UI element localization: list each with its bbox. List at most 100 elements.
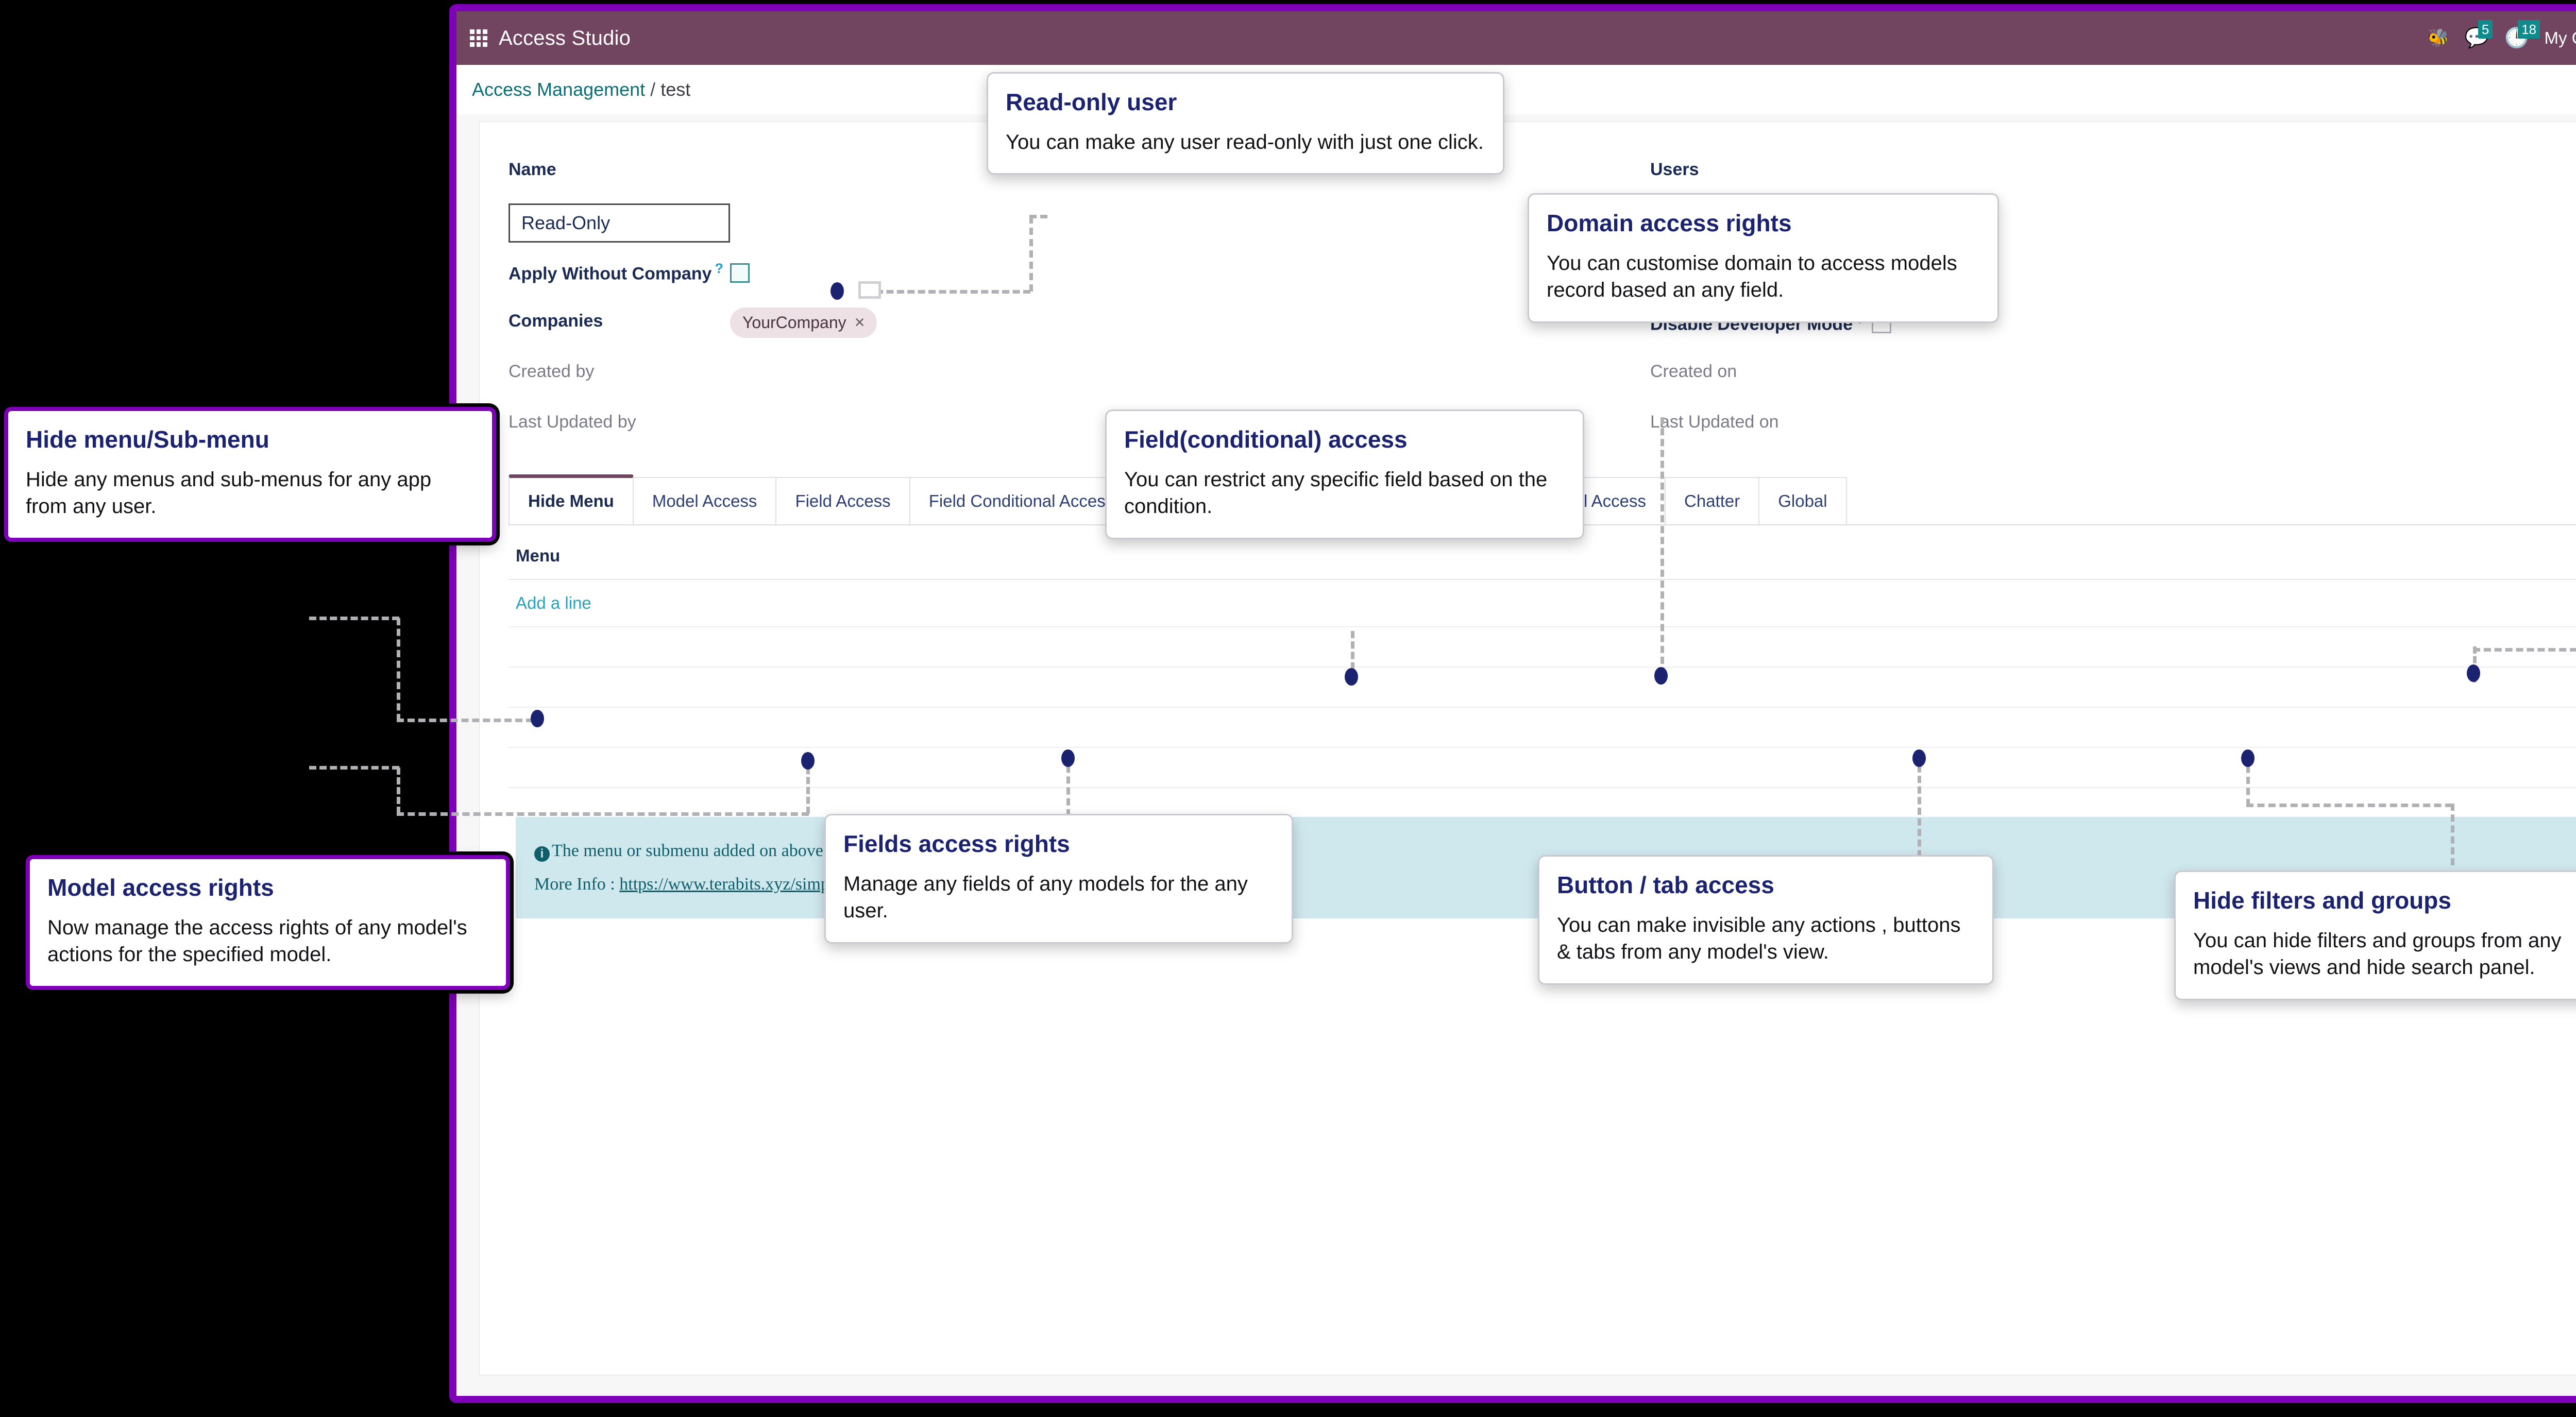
- connector-dot-model: [801, 752, 815, 770]
- connector-hidemenu-horiz: [397, 719, 533, 722]
- connector-dot-hidemenu: [531, 710, 544, 727]
- field-label-last-updated-by: Last Updated by: [509, 412, 636, 432]
- field-row-readonly: Read-Only: [509, 203, 1588, 247]
- field-label-users: Users: [1650, 160, 1699, 179]
- field-row-apply-without-company: Apply Without Company?: [509, 254, 1588, 297]
- messages-button[interactable]: 💬 5: [2465, 20, 2493, 48]
- field-label-text: Apply Without Company: [509, 264, 712, 284]
- callout-hide-menu-submenu: Hide menu/Sub-menu Hide any menus and su…: [4, 407, 496, 542]
- connector-button-vert: [1918, 755, 1921, 868]
- tab-field-access[interactable]: Field Access: [775, 477, 910, 524]
- connector-fields-vert: [1066, 755, 1070, 816]
- form-column-left: Name Read-Only Apply Without Company? Co…: [509, 153, 1588, 456]
- app-title: Access Studio: [499, 26, 631, 49]
- table-row[interactable]: [509, 708, 2576, 748]
- connector-dot-search: [2241, 749, 2255, 767]
- field-row-created-on: Created on: [1650, 355, 2576, 398]
- field-label-name: Name: [509, 160, 556, 179]
- table-row[interactable]: [509, 668, 2576, 708]
- app-bar-right-tools: 🐝 💬 5 🕛 18 My Company (San Francisco: [2427, 20, 2576, 48]
- connector-dot-chatter: [2467, 664, 2480, 682]
- callout-body: You can hide filters and groups from any…: [2193, 929, 2562, 979]
- callout-title: Hide filters and groups: [2193, 887, 2451, 914]
- field-label-companies: Companies: [509, 311, 603, 331]
- checkbox-apply-without-company[interactable]: [730, 263, 750, 283]
- connector-model-vert: [806, 757, 810, 814]
- callout-title: Field(conditional) access: [1124, 426, 1408, 453]
- callout-domain-access-rights: Domain access rights You can customise d…: [1528, 193, 1999, 323]
- connector-domain-vert: [1660, 417, 1664, 675]
- connector-readonly: [876, 290, 1030, 294]
- breadcrumb-root-link[interactable]: Access Management: [472, 79, 646, 100]
- field-label-created-by: Created by: [509, 362, 595, 381]
- tab-global[interactable]: Global: [1758, 477, 1847, 524]
- connector-model-horiz: [397, 812, 809, 816]
- callout-body: Manage any fields of any models for the …: [843, 872, 1248, 923]
- callout-fields-access-rights: Fields access rights Manage any fields o…: [824, 814, 1293, 944]
- callout-button-tab-access: Button / tab access You can make invisib…: [1538, 855, 1994, 985]
- field-row-name: Name: [509, 153, 1588, 196]
- callout-model-access-rights: Model access rights Now manage the acces…: [26, 855, 510, 991]
- grid-apps-icon[interactable]: [470, 29, 487, 47]
- connector-fieldcond-vert: [1351, 631, 1354, 680]
- notebook: Hide Menu Model Access Field Access Fiel…: [509, 474, 2576, 919]
- breadcrumb-separator: /: [650, 79, 656, 100]
- close-icon[interactable]: ×: [854, 313, 865, 332]
- callout-title: Model access rights: [47, 874, 274, 901]
- connector-dot-fieldcond: [1345, 668, 1358, 686]
- connector-search-horiz: [2246, 804, 2452, 807]
- hide-menu-list: Menu Add a line: [509, 525, 2576, 788]
- callout-field-conditional-access: Field(conditional) access You can restri…: [1105, 409, 1584, 540]
- connector-hidemenu-top: [309, 617, 399, 620]
- connector-readonly-vert: [1029, 216, 1033, 292]
- help-question-icon[interactable]: ?: [715, 261, 723, 276]
- company-tag-label: YourCompany: [742, 313, 846, 332]
- callout-body: You can customise domain to access model…: [1547, 251, 1957, 302]
- alert-more-info-label: More Info :: [534, 874, 620, 894]
- callout-body: Hide any menus and sub-menus for any app…: [26, 468, 432, 518]
- connector-search-down: [2451, 804, 2454, 865]
- field-label-created-on: Created on: [1650, 362, 1737, 381]
- connector-model-left: [397, 767, 400, 814]
- callout-title: Hide menu/Sub-menu: [26, 426, 269, 453]
- connector-dot-button: [1912, 749, 1926, 767]
- field-row-last-updated-by: Last Updated by: [509, 405, 1588, 449]
- bug-icon[interactable]: 🐝: [2427, 28, 2449, 48]
- list-column-header-menu: Menu: [509, 525, 2576, 580]
- info-icon: i: [534, 846, 550, 862]
- connector-search-vert: [2246, 755, 2250, 806]
- connector-square-readonly: [858, 281, 881, 299]
- activities-button[interactable]: 🕛 18: [2504, 20, 2540, 48]
- callout-title: Domain access rights: [1547, 210, 1792, 236]
- tab-chatter[interactable]: Chatter: [1665, 477, 1760, 524]
- connector-hidemenu-vert: [397, 618, 400, 721]
- table-row[interactable]: [509, 627, 2576, 668]
- company-switcher[interactable]: My Company (San Francisco: [2544, 28, 2576, 47]
- field-row-last-updated-on: Last Updated on: [1650, 405, 2576, 449]
- connector-dot-domain: [1654, 667, 1668, 685]
- messages-count-badge: 5: [2478, 20, 2493, 39]
- callout-hide-filters-and-groups: Hide filters and groups You can hide fil…: [2174, 870, 2576, 1001]
- callout-body: You can make any user read-only with jus…: [1006, 130, 1484, 153]
- tab-hide-menu[interactable]: Hide Menu: [509, 474, 634, 524]
- add-a-line-button[interactable]: Add a line: [509, 580, 2576, 627]
- connector-readonly-top: [1029, 215, 1047, 218]
- app-window: Access Studio 🐝 💬 5 🕛 18 My Company (San…: [449, 4, 2576, 1403]
- field-row-companies: Companies YourCompany ×: [509, 304, 1588, 348]
- company-tag[interactable]: YourCompany ×: [730, 308, 877, 338]
- activities-count-badge: 18: [2518, 20, 2540, 39]
- tab-model-access[interactable]: Model Access: [632, 477, 777, 524]
- field-row-created-by: Created by: [509, 355, 1588, 398]
- connector-model-left-top: [309, 766, 399, 770]
- table-row[interactable]: [509, 748, 2576, 788]
- connector-chatter-horiz: [2473, 648, 2576, 652]
- name-input[interactable]: Read-Only: [509, 203, 730, 243]
- app-top-bar: Access Studio 🐝 💬 5 🕛 18 My Company (San…: [456, 11, 2576, 65]
- callout-body: You can restrict any specific field base…: [1124, 468, 1548, 518]
- callout-title: Read-only user: [1006, 89, 1177, 115]
- field-label-last-updated-on: Last Updated on: [1650, 412, 1779, 432]
- connector-dot-readonly: [831, 282, 844, 300]
- callout-body: Now manage the access rights of any mode…: [47, 916, 467, 966]
- tab-field-conditional-access[interactable]: Field Conditional Access: [909, 477, 1134, 524]
- connector-dot-fields: [1061, 749, 1075, 767]
